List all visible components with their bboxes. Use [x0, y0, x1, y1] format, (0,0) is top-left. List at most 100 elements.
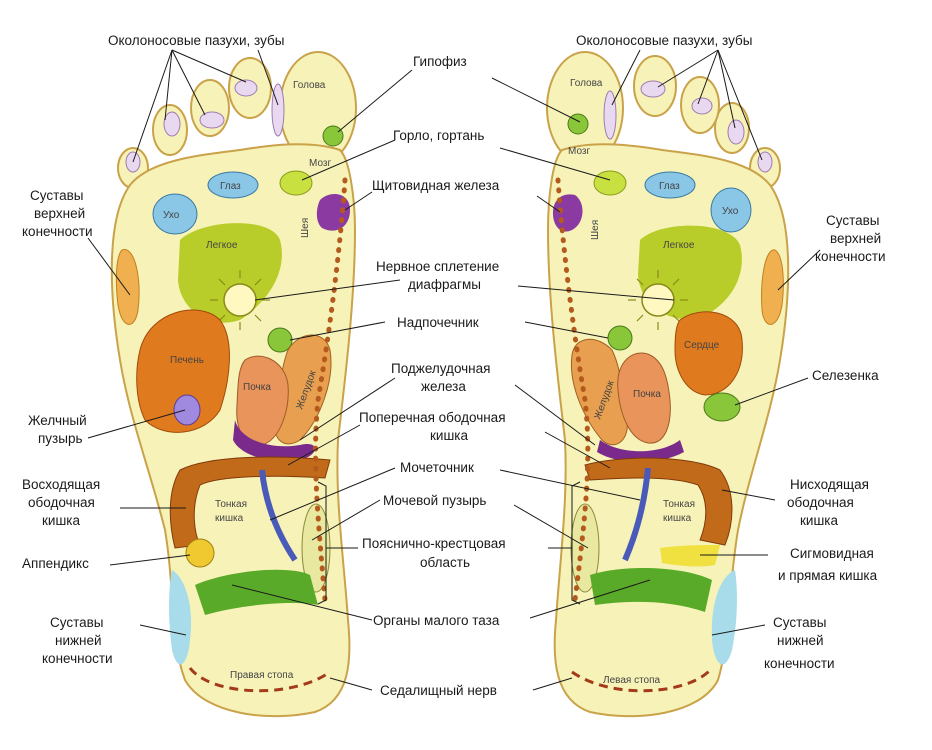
ear-zone: [152, 193, 198, 235]
sinus-zone: [727, 119, 745, 145]
zone-brain: Мозг: [309, 158, 331, 169]
foot-name: Левая стопа: [603, 675, 661, 686]
label-descending-colon: ободочная: [787, 495, 854, 510]
zone-liver: Печень: [170, 355, 204, 366]
label-lower-limb: конечности: [764, 656, 835, 671]
zone-neck: Шея: [590, 220, 601, 240]
label-pancreas: Поджелудочная: [391, 361, 490, 376]
zone-ear: Ухо: [163, 210, 180, 221]
pancreas-zone: [233, 420, 315, 462]
sinus-zone: [640, 80, 666, 98]
label-lower-limb: конечности: [42, 651, 113, 666]
label-ascending-colon: кишка: [42, 513, 80, 528]
label-transverse-colon: Поперечная ободочная: [359, 410, 506, 425]
throat-zone: [279, 170, 313, 196]
label-sigmoid: Сигмовидная: [790, 546, 874, 561]
zone-small-intestine: кишка: [663, 513, 692, 524]
zone-head: Голова: [293, 80, 326, 91]
sciatic-nerve-line: [188, 667, 331, 693]
label-upper-limb: конечности: [22, 224, 93, 239]
label-throat: Горло, гортань: [393, 128, 484, 143]
label-lower-limb: нижней: [777, 633, 824, 648]
sinus-zone: [234, 79, 258, 97]
foot-name: Правая стопа: [230, 670, 294, 681]
ureter-zone: [259, 469, 298, 562]
label-pancreas: железа: [421, 379, 466, 394]
label-solar-plexus: диафрагмы: [408, 277, 481, 292]
appendix-zone: [185, 538, 215, 568]
spleen-zone: [703, 392, 741, 422]
label-sciatic: Седалищный нерв: [380, 683, 497, 698]
label-ascending-colon: Восходящая: [22, 477, 100, 492]
eye-zone: [644, 171, 696, 199]
colon-zone: [169, 456, 331, 549]
upper-limb-joint-zone: [761, 249, 784, 325]
sciatic-nerve-line: [571, 667, 714, 693]
eye-zone: [207, 171, 259, 199]
sinus-zone: [757, 151, 773, 173]
label-sigmoid: и прямая кишка: [778, 568, 878, 583]
sinus-zone: [199, 111, 225, 129]
pelvic-zone: [590, 568, 712, 612]
label-transverse-colon: кишка: [430, 428, 468, 443]
sinus-zone: [163, 111, 181, 137]
label-gall-bladder: пузырь: [38, 431, 83, 446]
liver-zone: [136, 309, 230, 433]
zone-small-intestine: Тонкая: [215, 499, 247, 510]
label-descending-colon: кишка: [800, 513, 838, 528]
label-appendix: Аппендикс: [22, 556, 89, 571]
label-sinuses: Околоносовые пазухи, зубы: [108, 33, 284, 48]
throat-zone: [593, 170, 627, 196]
label-upper-limb: верхней: [34, 206, 85, 221]
label-pituitary: Гипофиз: [413, 54, 467, 69]
colon-zone: [584, 457, 733, 546]
zone-kidney: Почка: [243, 382, 271, 393]
heart-zone: [674, 311, 743, 396]
spine-line: [555, 177, 591, 603]
pancreas-zone: [597, 440, 684, 463]
label-upper-limb: конечности: [815, 249, 886, 264]
adrenal-zone: [607, 325, 633, 351]
label-upper-limb: верхней: [830, 231, 881, 246]
zone-brain: Мозг: [568, 146, 590, 157]
label-upper-limb: Суставы: [826, 213, 880, 228]
zone-eye: Глаз: [659, 181, 680, 192]
sinus-zone: [603, 90, 617, 140]
leader-lines: [87, 49, 821, 691]
label-lower-limb: Суставы: [50, 615, 104, 630]
callout-labels: Околоносовые пазухи, зубы Околоносовые п…: [22, 33, 886, 698]
lower-limb-joint-zone: [711, 570, 737, 665]
zone-lung: Легкое: [663, 240, 695, 251]
label-adrenal: Надпочечник: [397, 315, 479, 330]
ear-zone: [710, 187, 752, 233]
zone-ear: Ухо: [722, 206, 739, 217]
label-lumbar: Пояснично-крестцовая: [362, 536, 506, 551]
label-ureter: Мочеточник: [400, 460, 474, 475]
label-descending-colon: Нисходящая: [790, 477, 869, 492]
zone-lung: Легкое: [206, 240, 238, 251]
label-upper-limb: Суставы: [30, 188, 84, 203]
lower-limb-joint-zone: [169, 570, 192, 665]
label-solar-plexus: Нервное сплетение: [376, 259, 499, 274]
label-sinuses: Околоносовые пазухи, зубы: [576, 33, 752, 48]
zone-head: Голова: [570, 78, 603, 89]
adrenal-zone: [267, 327, 293, 353]
pelvic-zone: [195, 569, 318, 615]
right-foot: [110, 51, 357, 718]
zone-kidney: Почка: [633, 389, 661, 400]
zone-eye: Глаз: [220, 181, 241, 192]
label-bladder: Мочевой пузырь: [383, 493, 486, 508]
solar-plexus-zone: [628, 270, 688, 330]
zone-small-intestine: Тонкая: [663, 499, 695, 510]
gall-bladder-zone: [173, 394, 201, 426]
sinus-zone: [271, 83, 285, 137]
label-spleen: Селезенка: [812, 368, 879, 383]
sigmoid-zone: [660, 545, 720, 567]
label-lower-limb: Суставы: [773, 615, 827, 630]
upper-limb-joint-zone: [115, 249, 140, 325]
zone-small-intestine: кишка: [215, 513, 244, 524]
label-ascending-colon: ободочная: [28, 495, 95, 510]
zone-neck: Шея: [300, 218, 311, 238]
label-pelvic: Органы малого таза: [373, 613, 500, 628]
